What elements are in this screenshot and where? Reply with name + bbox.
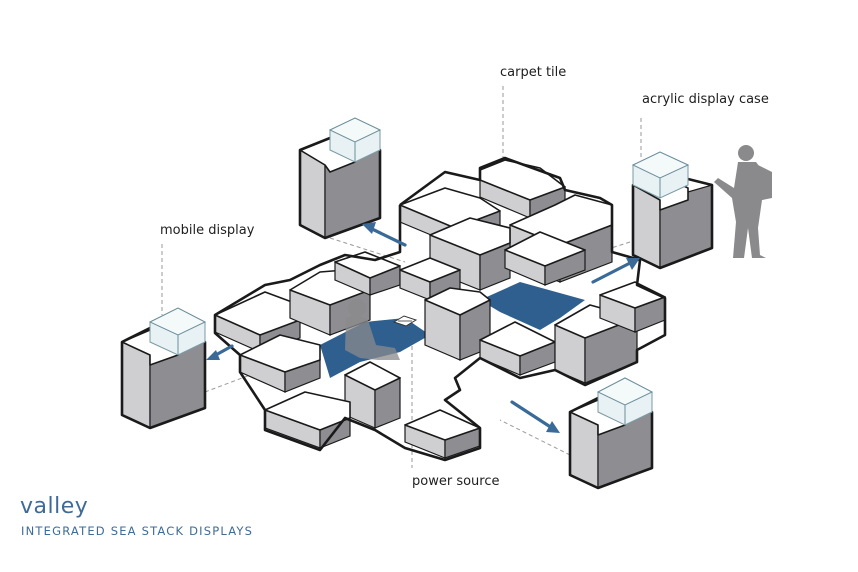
seated-person xyxy=(345,299,400,360)
label-acrylic-display-case: acrylic display case xyxy=(642,92,769,107)
standing-person xyxy=(714,145,772,258)
block-center-5 xyxy=(404,409,481,459)
display-unit-right xyxy=(631,151,714,270)
block-left-3 xyxy=(239,334,321,393)
display-unit-top-left xyxy=(298,117,382,240)
block-mid-2 xyxy=(504,231,586,286)
label-carpet-tile: carpet tile xyxy=(500,65,567,80)
block-right-1 xyxy=(479,321,556,376)
island-blocks xyxy=(213,156,667,462)
arrow-up-right-icon xyxy=(626,258,640,270)
power-source-plate xyxy=(392,315,418,327)
movement-arrows xyxy=(206,222,640,433)
display-unit-bottom-right xyxy=(568,377,654,490)
block-left-4 xyxy=(334,251,401,296)
display-unit-left xyxy=(120,307,207,430)
block-center-2 xyxy=(424,287,491,361)
block-center-4 xyxy=(264,391,351,449)
arrow-up-left-icon xyxy=(362,222,376,234)
page-subtitle: INTEGRATED SEA STACK DISPLAYS xyxy=(21,524,254,538)
arrow-left-icon xyxy=(206,350,220,360)
island-outline xyxy=(213,156,667,462)
carpet-tile-right xyxy=(480,282,585,330)
block-center-3 xyxy=(344,361,401,429)
label-mobile-display: mobile display xyxy=(160,223,255,238)
page-title: valley xyxy=(20,494,89,519)
label-power-source: power source xyxy=(412,474,500,489)
arrow-down-right-icon xyxy=(546,421,560,433)
